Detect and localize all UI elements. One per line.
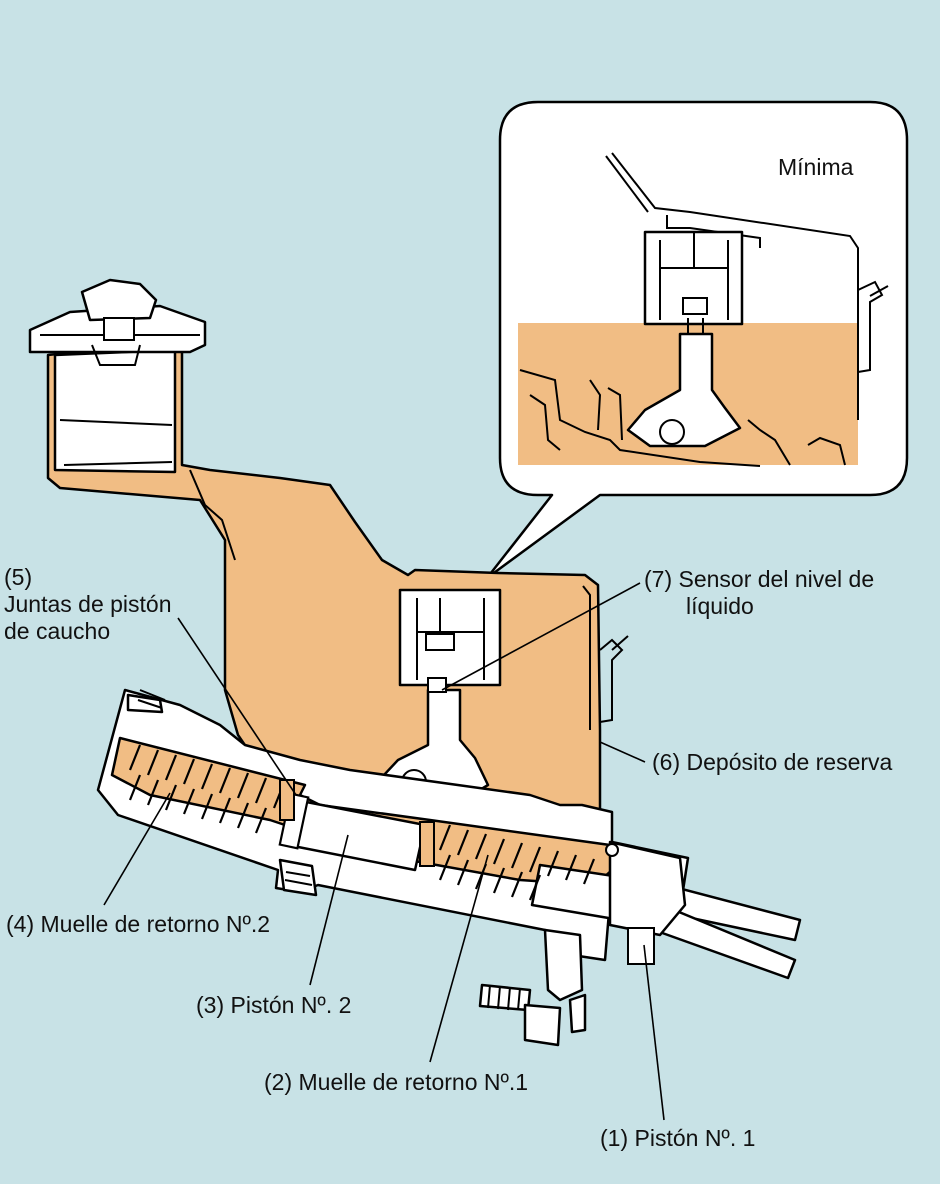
pointer-seals bbox=[177, 617, 297, 796]
pointer-piston2 bbox=[309, 834, 349, 986]
label-piston-seals-number: (5) bbox=[4, 564, 33, 590]
inset-detail bbox=[518, 152, 889, 467]
label-piston-seals-line2: de caucho bbox=[4, 618, 111, 644]
inset-minimum-label: Mínima bbox=[778, 154, 854, 180]
label-piston-seals: (5) Juntas de pistón de caucho bbox=[4, 564, 172, 645]
label-return-spring-1: (2) Muelle de retorno Nº.1 bbox=[264, 1069, 529, 1095]
label-level-sensor-line2: líquido bbox=[686, 593, 754, 619]
pointer-reservoir bbox=[599, 741, 646, 763]
label-piston-seals-line1: Juntas de pistón bbox=[4, 591, 172, 617]
pointer-spring2 bbox=[103, 792, 171, 906]
label-return-spring-2: (4) Muelle de retorno Nº.2 bbox=[6, 911, 271, 937]
label-level-sensor: (7) Sensor del nivel de líquido bbox=[644, 566, 874, 620]
label-piston-2: (3) Pistón Nº. 2 bbox=[196, 992, 352, 1018]
pointer-piston1 bbox=[643, 944, 665, 1121]
label-reservoir: (6) Depósito de reserva bbox=[652, 749, 893, 775]
pointer-lines bbox=[103, 582, 665, 1121]
return-spring-1 bbox=[438, 824, 596, 901]
label-level-sensor-line1: (7) Sensor del nivel de bbox=[644, 566, 875, 592]
reservoir-tank bbox=[28, 278, 629, 864]
pointer-spring1 bbox=[429, 854, 489, 1063]
label-piston-1: (1) Pistón Nº. 1 bbox=[600, 1125, 756, 1151]
pointer-sensor bbox=[441, 582, 641, 691]
cylinder-body bbox=[96, 688, 802, 1047]
